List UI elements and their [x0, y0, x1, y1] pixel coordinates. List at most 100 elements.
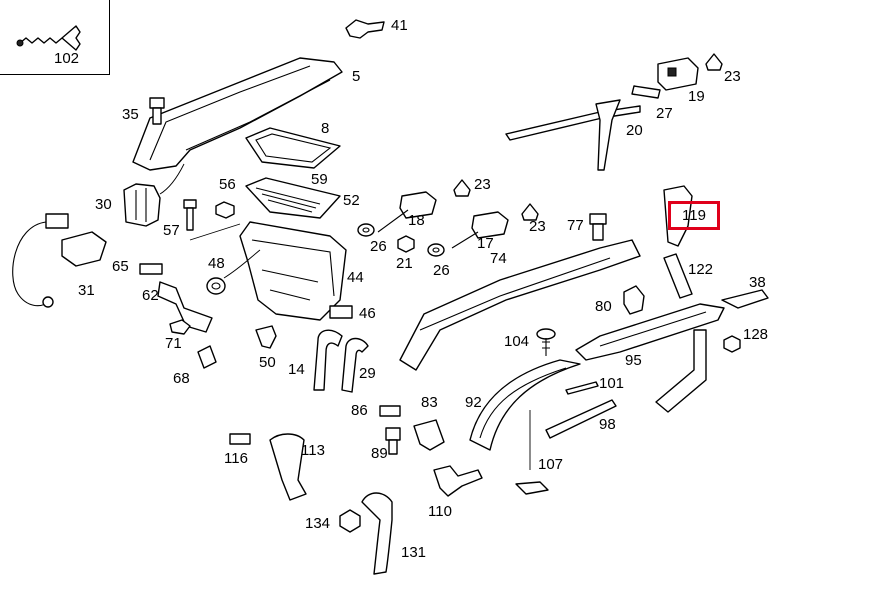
part-65-clip: [139, 263, 163, 275]
label-23c: 23: [529, 218, 546, 235]
inset-box: [0, 0, 110, 75]
label-104: 104: [504, 333, 530, 350]
part-101-strip: [565, 381, 599, 395]
part-8-gasket: [245, 127, 341, 169]
label-26: 26: [370, 238, 387, 255]
part-131-hose: [361, 492, 393, 575]
label-50: 50: [259, 354, 276, 371]
part-26-washer-2: [427, 243, 445, 257]
label-68: 68: [173, 370, 190, 387]
part-20-bracket: [505, 99, 641, 171]
part-116-clip: [229, 433, 251, 445]
label-8: 8: [321, 120, 330, 137]
label-46: 46: [359, 305, 376, 322]
part-86-clip: [379, 405, 401, 417]
part-21-nut: [397, 235, 415, 253]
label-19: 19: [688, 88, 705, 105]
label-113: 113: [301, 442, 325, 459]
part-14-hose: [313, 329, 343, 391]
label-56: 56: [219, 176, 236, 193]
label-71: 71: [165, 335, 182, 352]
label-27: 27: [656, 105, 673, 122]
label-74: 74: [490, 250, 507, 267]
label-20: 20: [626, 122, 643, 139]
part-95-trim: [575, 303, 725, 361]
label-38: 38: [749, 274, 766, 291]
part-77-bolt: [589, 213, 607, 241]
label-31: 31: [78, 282, 95, 299]
part-27-plate: [631, 85, 661, 99]
label-59: 59: [311, 171, 328, 188]
label-102: 102: [54, 50, 80, 67]
label-23b: 23: [474, 176, 491, 193]
part-38-bracket: [721, 289, 769, 309]
label-116: 116: [224, 450, 248, 467]
label-65: 65: [112, 258, 129, 275]
part-56-nut: [215, 201, 235, 219]
label-26b: 26: [433, 262, 450, 279]
part-30-blower: [123, 163, 185, 227]
label-119: 119: [682, 207, 706, 224]
part-80-clamp: [623, 285, 645, 315]
label-14: 14: [288, 361, 305, 378]
part-23-clip-b: [521, 203, 539, 221]
part-122-pipe: [655, 253, 707, 413]
label-83: 83: [421, 394, 438, 411]
label-44: 44: [347, 269, 364, 286]
label-48: 48: [208, 255, 225, 272]
part-50-plug: [255, 325, 277, 349]
label-62: 62: [142, 287, 159, 304]
part-71-clip: [169, 319, 191, 335]
label-101: 101: [599, 375, 625, 392]
part-89-bolt: [385, 427, 401, 455]
part-23-clip-c: [705, 53, 723, 71]
label-128: 128: [743, 326, 769, 343]
label-80: 80: [595, 298, 612, 315]
part-57-screw: [183, 199, 241, 241]
part-29-hose: [341, 337, 369, 393]
label-92: 92: [465, 394, 482, 411]
part-23-clip-a: [453, 179, 471, 197]
part-26-washer: [357, 223, 375, 237]
label-35: 35: [122, 106, 139, 123]
part-83-clip: [413, 419, 445, 451]
label-134: 134: [305, 515, 331, 532]
label-52: 52: [343, 192, 360, 209]
label-18: 18: [408, 212, 425, 229]
label-86: 86: [351, 402, 368, 419]
part-113-duct: [269, 433, 307, 501]
part-19-relay: [657, 57, 699, 91]
label-57: 57: [163, 222, 180, 239]
label-41: 41: [391, 17, 408, 34]
label-95: 95: [625, 352, 642, 369]
label-77: 77: [567, 217, 584, 234]
part-98-strip: [545, 399, 617, 439]
label-98: 98: [599, 416, 616, 433]
part-134-fitting: [339, 509, 361, 533]
label-21: 21: [396, 255, 413, 272]
part-17-switch: [451, 211, 509, 249]
label-29: 29: [359, 365, 376, 382]
part-62-bracket: [157, 281, 213, 333]
label-131: 131: [401, 544, 427, 561]
part-5-air-duct: [132, 57, 343, 171]
label-110: 110: [428, 503, 452, 520]
label-5: 5: [352, 68, 361, 85]
part-18-switch: [377, 191, 437, 233]
part-68-clip: [197, 345, 217, 369]
part-46-clip: [329, 305, 353, 319]
part-104-screw: [536, 328, 556, 356]
part-92-duct: [469, 359, 581, 451]
part-41-clip: [345, 19, 385, 39]
label-122: 122: [688, 261, 714, 278]
label-23: 23: [724, 68, 741, 85]
label-89: 89: [371, 445, 388, 462]
part-102-rivet: [16, 25, 81, 51]
part-110-bracket: [433, 465, 483, 497]
part-48-grommet: [206, 249, 261, 295]
part-31-sensor: [12, 213, 107, 308]
part-107-bracket: [515, 410, 549, 495]
part-128-nut: [723, 335, 741, 353]
highlight-box: [668, 201, 720, 230]
label-107: 107: [538, 456, 564, 473]
